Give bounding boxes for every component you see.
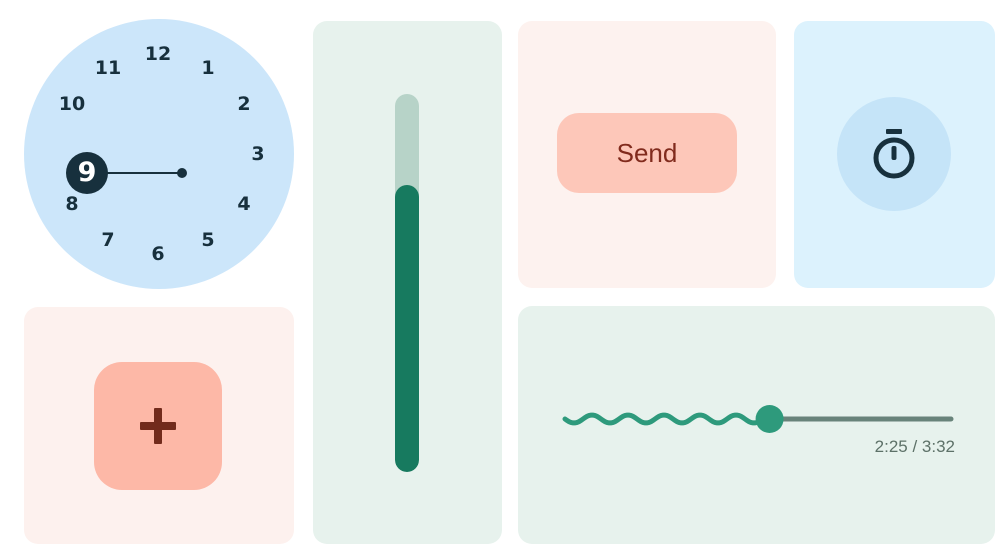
timer-icon <box>873 129 915 179</box>
clock-number[interactable]: 10 <box>58 93 86 115</box>
progress-thumb <box>755 405 784 433</box>
clock-number[interactable]: 7 <box>101 229 115 251</box>
vertical-slider-fill[interactable] <box>395 185 419 472</box>
clock-number[interactable]: 12 <box>144 43 172 65</box>
add-button[interactable] <box>94 362 222 490</box>
clock-number[interactable]: 11 <box>94 57 122 79</box>
clock-number[interactable]: 1 <box>201 57 215 79</box>
clock-number[interactable]: 4 <box>237 193 251 215</box>
vertical-slider[interactable] <box>395 94 419 472</box>
timer-card <box>794 21 995 288</box>
clock-number[interactable]: 6 <box>151 243 165 265</box>
send-button[interactable]: Send <box>557 113 737 193</box>
clock-hand <box>86 172 182 174</box>
clock-center-dot <box>177 168 187 178</box>
progress-wave <box>562 412 772 426</box>
clock-number[interactable]: 8 <box>65 193 79 215</box>
media-progress-bar[interactable] <box>518 306 995 544</box>
clock-number[interactable]: 2 <box>237 93 251 115</box>
clock-number[interactable]: 3 <box>251 143 265 165</box>
playback-time: 2:25 / 3:32 <box>874 437 955 456</box>
clock-number[interactable]: 5 <box>201 229 215 251</box>
vertical-slider-card <box>313 21 502 544</box>
clock-dial[interactable]: 12 1 2 3 4 5 6 7 8 10 11 9 <box>24 19 294 289</box>
clock-selected-number[interactable]: 9 <box>66 152 108 194</box>
send-card: Send <box>518 21 776 288</box>
timer-button[interactable] <box>837 97 951 211</box>
media-progress-card: 2:25 / 3:32 <box>518 306 995 544</box>
fab-card <box>24 307 294 544</box>
